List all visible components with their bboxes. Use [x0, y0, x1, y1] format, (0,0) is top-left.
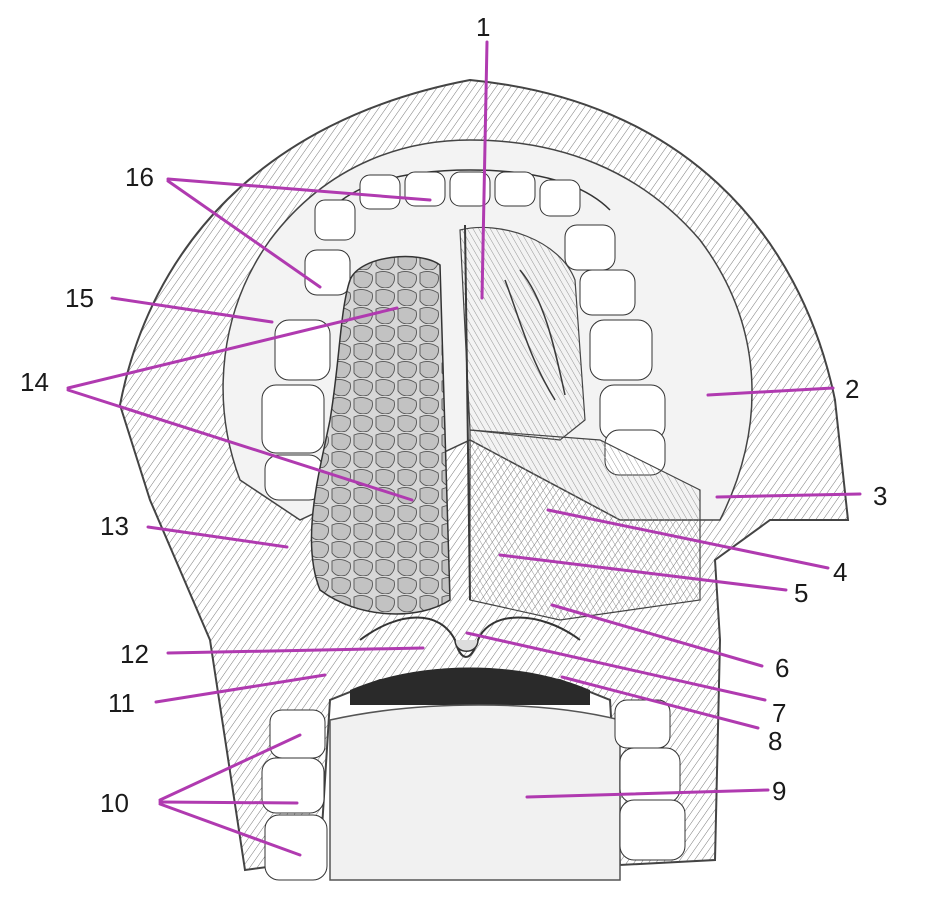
label-7: 7 [772, 698, 786, 728]
leader-3 [715, 492, 862, 499]
number-labels: 1 2 3 4 5 6 7 8 9 10 11 12 13 14 15 16 [20, 12, 887, 818]
leader-8 [560, 675, 760, 730]
label-6: 6 [775, 653, 789, 683]
leader-14a [66, 306, 399, 390]
label-1: 1 [476, 12, 490, 42]
soft-palate-uvula [359, 224, 581, 658]
label-12: 12 [120, 639, 149, 669]
leader-16b [166, 179, 322, 289]
leader-10b [158, 800, 299, 805]
label-9: 9 [772, 776, 786, 806]
tongue-region [329, 667, 621, 881]
leader-1 [480, 40, 489, 300]
leader-16a [166, 177, 432, 202]
leader-7 [465, 631, 767, 702]
upper-teeth [261, 169, 666, 501]
label-13: 13 [100, 511, 129, 541]
label-16: 16 [125, 162, 154, 192]
leader-10a [158, 733, 302, 802]
label-11: 11 [108, 688, 135, 718]
leader-4 [546, 508, 830, 570]
label-15: 15 [65, 283, 94, 313]
leader-11 [154, 673, 327, 704]
leader-5 [498, 553, 788, 592]
leader-9 [525, 788, 770, 799]
palatine-glands [310, 255, 451, 615]
label-2: 2 [845, 374, 859, 404]
label-3: 3 [873, 481, 887, 511]
label-10: 10 [100, 788, 129, 818]
label-14: 14 [20, 367, 49, 397]
leader-lines [66, 40, 862, 857]
leader-15 [110, 296, 274, 324]
leader-2 [706, 386, 835, 397]
label-8: 8 [768, 726, 782, 756]
leader-10c [158, 802, 302, 857]
lower-teeth [261, 699, 686, 881]
leader-6 [550, 603, 764, 668]
leader-14b [66, 388, 414, 502]
leader-12 [166, 646, 425, 655]
label-5: 5 [794, 578, 808, 608]
leader-13 [146, 525, 289, 549]
label-4: 4 [833, 557, 847, 587]
